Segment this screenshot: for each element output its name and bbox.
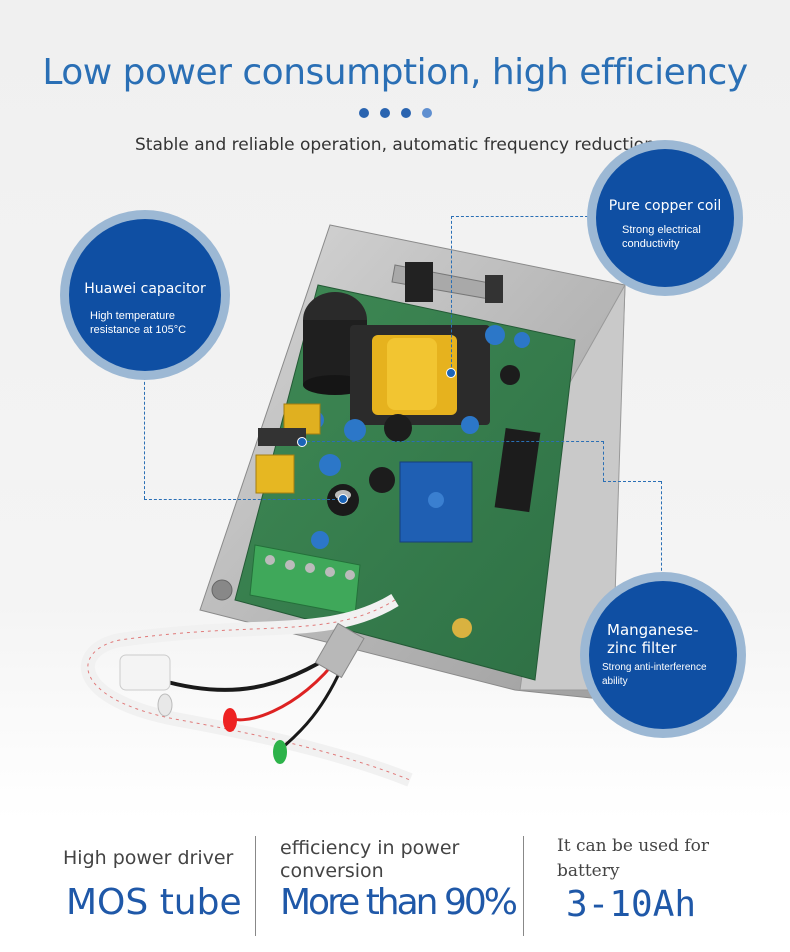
feature-battery-label-2: battery xyxy=(557,861,620,881)
dot-3 xyxy=(400,108,411,118)
feature-driver-label: High power driver xyxy=(63,847,234,869)
filter-callout-circle: Manganese- zinc filter Strong anti-inter… xyxy=(589,581,737,729)
feature-efficiency-label-1: efficiency in power xyxy=(280,837,460,859)
dot-2 xyxy=(379,108,390,118)
capacitor-callout-desc-1: High temperature xyxy=(90,310,175,322)
dot-4 xyxy=(421,108,432,118)
page-subtitle: Stable and reliable operation, automatic… xyxy=(135,135,655,155)
coil-connector-v xyxy=(451,216,452,372)
feature-battery: It can be used for battery 3-10Ah xyxy=(524,830,790,940)
separator-1 xyxy=(255,836,256,936)
capacitor-connector-h xyxy=(144,499,340,500)
dot-1 xyxy=(358,108,369,118)
coil-callout-title: Pure copper coil xyxy=(608,198,722,214)
feature-driver-value: MOS tube xyxy=(66,882,242,923)
filter-callout: Manganese- zinc filter Strong anti-inter… xyxy=(580,572,746,738)
filter-connector-v2 xyxy=(661,481,662,581)
separator-2 xyxy=(523,836,524,936)
filter-callout-title-1: Manganese- xyxy=(607,621,699,639)
feature-battery-value: 3-10Ah xyxy=(566,884,697,925)
coil-callout: Pure copper coil Strong electrical condu… xyxy=(587,140,743,296)
capacitor-callout-title: Huawei capacitor xyxy=(84,281,206,297)
coil-pin xyxy=(446,368,456,378)
filter-callout-desc-1: Strong anti-interference xyxy=(602,662,707,673)
filter-connector-h1 xyxy=(302,441,604,442)
filter-callout-desc-2: ability xyxy=(602,676,628,687)
coil-callout-desc-1: Strong electrical xyxy=(622,224,701,236)
filter-connector-h2 xyxy=(603,481,661,482)
feature-efficiency: efficiency in power conversion More than… xyxy=(256,830,522,940)
filter-callout-title-2: zinc filter xyxy=(607,639,677,657)
feature-driver: High power driver MOS tube xyxy=(0,830,255,940)
coil-callout-desc-2: conductivity xyxy=(622,238,680,250)
capacitor-connector-v xyxy=(144,372,145,499)
capacitor-callout-desc-2: resistance at 105°C xyxy=(90,324,187,336)
capacitor-callout: Huawei capacitor High temperature resist… xyxy=(60,210,230,380)
decorative-dots xyxy=(0,108,790,118)
feature-efficiency-label-2: conversion xyxy=(280,860,384,882)
feature-band: High power driver MOS tube efficiency in… xyxy=(0,830,790,950)
capacitor-callout-circle: Huawei capacitor High temperature resist… xyxy=(69,219,221,371)
coil-callout-circle: Pure copper coil Strong electrical condu… xyxy=(596,149,734,287)
coil-connector-h xyxy=(451,216,593,217)
feature-battery-label-1: It can be used for xyxy=(557,836,709,856)
filter-connector-v1 xyxy=(603,441,604,481)
filter-pin xyxy=(297,437,307,447)
feature-efficiency-value: More than 90% xyxy=(280,882,518,923)
capacitor-pin xyxy=(338,494,348,504)
page-title: Low power consumption, high efficiency xyxy=(42,52,748,93)
power-supply-board-image xyxy=(80,224,626,787)
